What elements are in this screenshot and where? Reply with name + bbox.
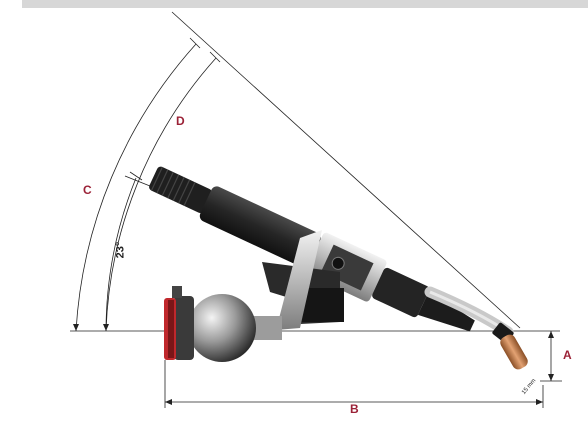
label-angle: 23° [114,241,127,259]
label-a: A [563,348,572,362]
arrowheads [73,324,554,405]
label-b: B [350,402,359,416]
arc-c [75,43,197,332]
arc-angle [105,177,137,332]
welding-torch-illustration [149,166,528,370]
tangent-line [171,11,521,329]
label-c: C [83,183,92,197]
arc-d [105,57,217,332]
top-bar [22,0,588,8]
dimension-lines [70,11,562,408]
label-d: D [176,114,185,128]
